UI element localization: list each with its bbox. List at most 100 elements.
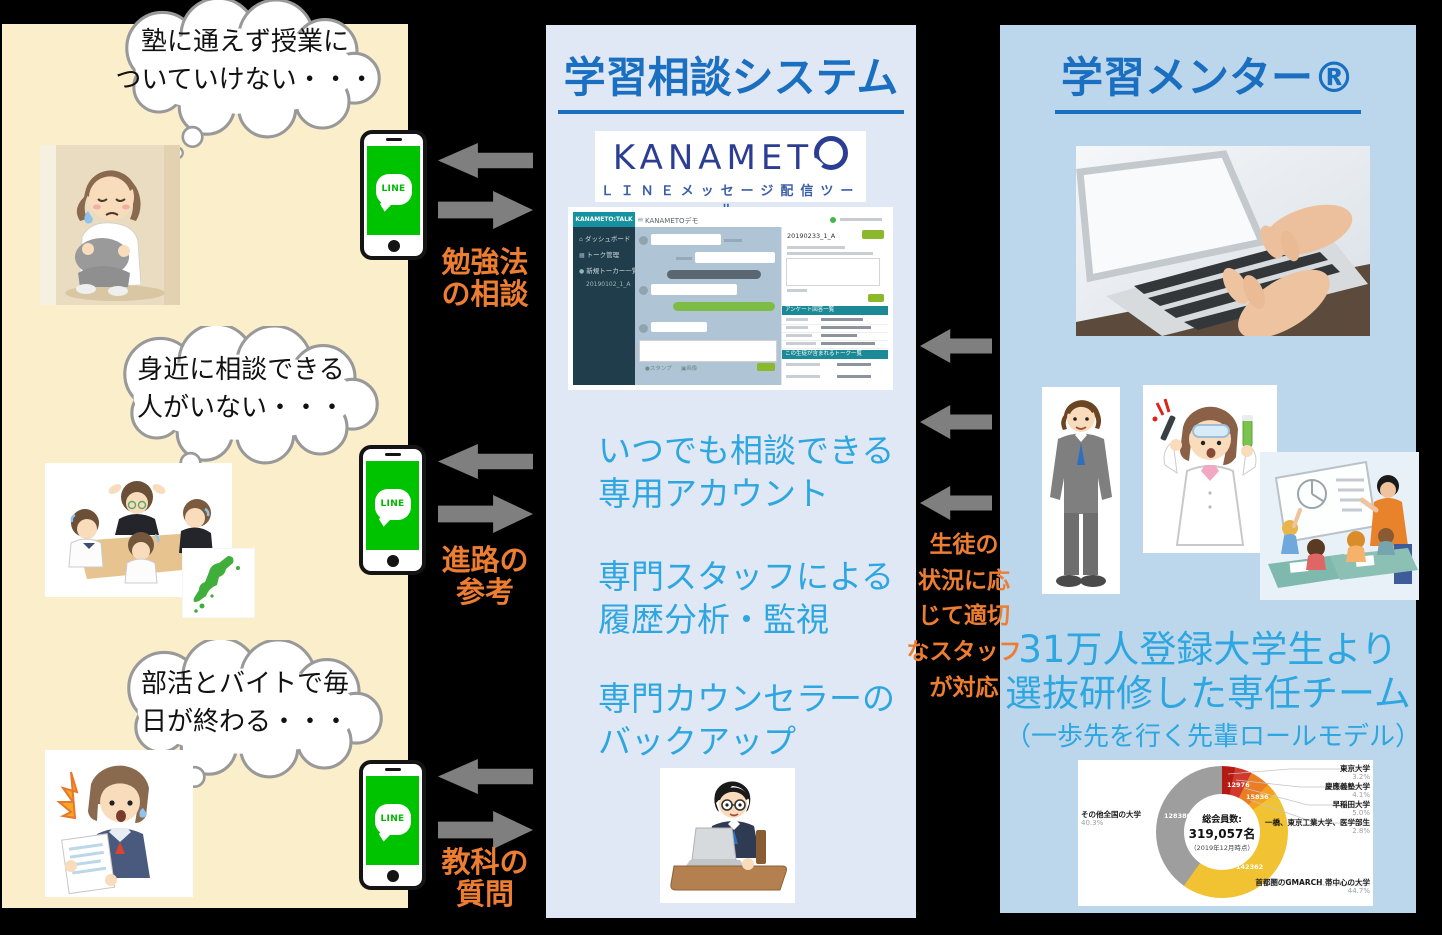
screenshot-sidebar: ⌂ダッシュボード ▦トーク管理 ●新規トーカー一覧 20190102_1_A [573, 227, 635, 385]
phone-screen: LINE [366, 461, 419, 550]
table-row [782, 332, 888, 341]
table-row [782, 324, 888, 333]
line-phone-2: LINE [359, 445, 426, 575]
avatar [639, 236, 648, 245]
chat-bubble-system [667, 270, 761, 279]
blurred-text-bar [837, 363, 871, 366]
chat-bubble-reply [673, 302, 775, 311]
blurred-text-bar [786, 326, 808, 329]
complete-button [862, 230, 884, 239]
arrow-left-icon [920, 329, 992, 363]
mentor-suit-man-illustration [1042, 387, 1120, 594]
blurred-text-bar [821, 326, 871, 329]
phone-home-button [386, 555, 399, 567]
line-app-icon: LINE [375, 173, 412, 205]
sidebar-item-dashboard: ⌂ダッシュボード [579, 235, 631, 243]
session-id-label: 20190233_1_A [787, 232, 836, 240]
chat-bubble [695, 252, 775, 263]
kanameto-brand-text: KANAMET [595, 135, 866, 178]
slice-value: 15836 [1246, 793, 1269, 801]
arrow-left-icon [438, 759, 533, 794]
kanameto-talk-screenshot: KANAMETO:TALK ≡ KANAMETOデモ ⌂ダッシュボード ▦トーク… [568, 207, 893, 390]
blurred-text-bar [786, 342, 816, 345]
arrow-right-icon [438, 811, 533, 849]
arrow-left-icon [920, 405, 992, 439]
blurred-text-bar [787, 246, 845, 249]
mentor-title: 学習メンター® [1000, 44, 1416, 114]
status-dot-icon [830, 217, 836, 223]
typing-on-laptop-photo [1076, 146, 1370, 336]
blurred-text-bar [821, 342, 875, 345]
send-button [757, 363, 775, 371]
okinawa-map-illustration [182, 548, 255, 618]
arrow-right-icon [438, 495, 533, 533]
blurred-text-bar [840, 218, 882, 221]
counselor-at-desk-illustration [660, 768, 795, 903]
slice-value: 128380 [1164, 812, 1192, 820]
arrow-left-icon [438, 143, 533, 178]
blurred-text-bar [821, 334, 857, 337]
mentor-scientist-illustration [1143, 385, 1277, 553]
kanameto-logo-o-bubble [814, 136, 849, 170]
screenshot-topbar-label: KANAMETOデモ [645, 217, 699, 225]
sidebar-item-talk: ▦トーク管理 [579, 251, 620, 259]
thought-bubble-2-text: 身近に相談できる 人がいない・・・ [136, 355, 345, 423]
blurred-text-bar [837, 375, 871, 378]
blurred-text-bar [787, 252, 873, 255]
table-row [782, 316, 888, 325]
menu-icon: ≡ [637, 215, 644, 224]
mentor-subheadline: （一歩先を行く先輩ロールモデル） [1005, 722, 1422, 752]
message-input [639, 340, 777, 362]
consultation-system-title: 学習相談システム [546, 44, 916, 114]
line-app-icon: LINE [374, 488, 411, 520]
phone-notch [384, 453, 401, 456]
blurred-text-bar [821, 318, 863, 321]
donut-center-label: 総会員数: 319,057名 （2019年12月時点） [1184, 794, 1260, 870]
save-button [868, 294, 884, 302]
survey-section-header: アンケート回答一覧 [782, 306, 888, 315]
sad-student-illustration [40, 145, 180, 305]
phone-home-button [386, 870, 399, 882]
thought-bubble-1-text: 塾に通えず授業に ついていけない・・・ [115, 27, 375, 95]
avatar [639, 324, 648, 333]
kanameto-logo: KANAMET ＬＩＮＥメッセージ配信ツール [595, 131, 866, 218]
feature-counselor-backup: 専門カウンセラーのバックアップ [598, 679, 895, 761]
phone-screen: LINE [367, 146, 420, 235]
worried-students-group-illustration [45, 463, 232, 597]
line-phone-3: LINE [359, 760, 426, 890]
arrow-left-icon [438, 444, 533, 479]
flow-label-study-method: 勉強法の相談 [441, 245, 529, 312]
table-row [782, 340, 888, 349]
chat-bubble [651, 322, 707, 332]
bridge-label-staff-response: 生徒の状況に応じて適切 なスタッフが対応 [906, 532, 1022, 701]
phone-screen: LINE [366, 776, 419, 865]
mentor-classroom-illustration [1260, 452, 1419, 600]
shocked-student-illustration [45, 750, 193, 897]
blurred-text-bar [786, 318, 808, 321]
stamp-button: ●スタンプ [645, 366, 672, 372]
mentor-headline: 31万人登録大学生より 選抜研修した専任チーム [1005, 628, 1411, 715]
flow-label-subject-questions: 教科の質問 [441, 845, 529, 912]
chat-timestamp [676, 257, 692, 260]
slice-value: 12976 [1227, 781, 1250, 789]
talk-list-section-header: この生徒が含まれるトーク一覧 [782, 350, 888, 359]
phone-notch [385, 138, 402, 141]
feature-staff-analysis: 専門スタッフによる履歴分析・監視 [598, 557, 895, 639]
blurred-text-bar [786, 334, 812, 337]
screenshot-sidebar-brand: KANAMETO:TALK [573, 212, 635, 227]
chat-bubble [651, 284, 737, 295]
memo-textarea [786, 258, 880, 286]
blurred-text-bar [786, 375, 820, 378]
chat-timestamp [724, 239, 742, 242]
arrow-left-icon [920, 486, 992, 520]
thought-bubble-3-text: 部活とバイトで毎 日が終わる・・・ [140, 669, 349, 737]
feature-anytime-account: いつでも相談できる専用アカウント [598, 431, 895, 513]
blurred-text-bar [787, 289, 807, 292]
